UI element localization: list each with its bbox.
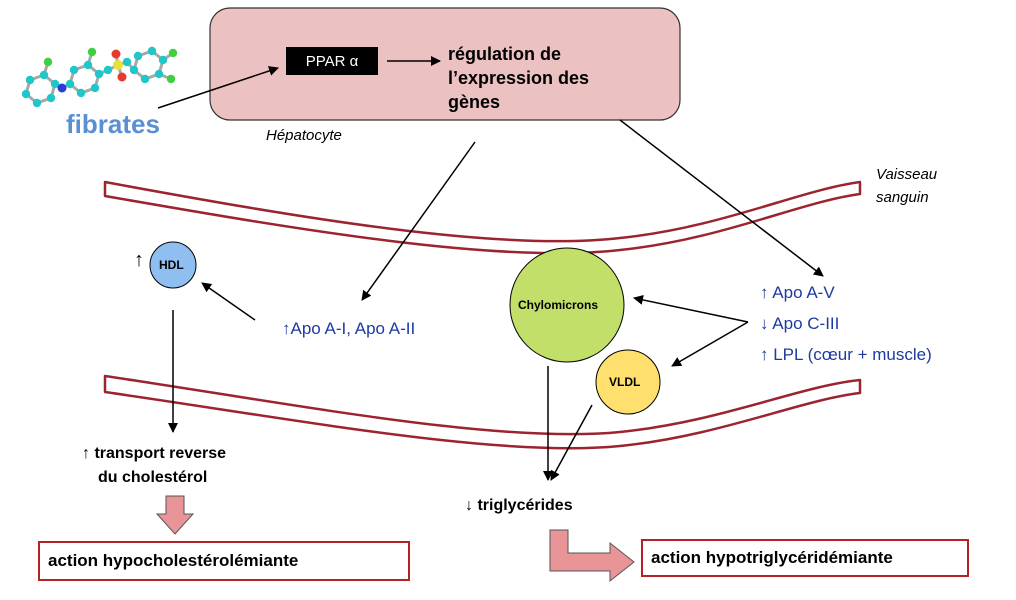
lpl-label: ↑ LPL (cœur + muscle) — [760, 345, 932, 364]
apo-ciii-label: ↓ Apo C-III — [760, 314, 840, 333]
hdl-particle — [149, 241, 197, 289]
gene-regulation-text: régulation de l’expression des gènes — [448, 44, 590, 112]
vessel-wall-bottom — [103, 374, 862, 450]
outcome-box-hypotriglyceridemic: action hypotriglycéridémiante — [641, 539, 969, 577]
hepatocyte-cell — [209, 7, 681, 121]
hdl-increase-arrow: ↑ — [134, 249, 144, 271]
ppar-alpha-label: PPAR α — [286, 47, 378, 75]
block-arrow-cholesterol-action — [155, 495, 195, 535]
hepatocyte-label: Hépatocyte — [266, 127, 342, 144]
outcome-hypotriglyceridemic-text: action hypotriglycéridémiante — [651, 548, 893, 567]
arrow-fibrates-to-ppar — [157, 66, 279, 109]
apo-av-label: ↑ Apo A-V — [760, 283, 835, 302]
block-arrow-triglyceride-action — [549, 529, 635, 583]
chylomicrons-label: Chylomicrons — [518, 298, 599, 312]
apo-ai-aii-label: ↑Apo A-I, Apo A-II — [282, 319, 416, 338]
vldl-particle — [595, 349, 661, 415]
arrow-vldl-to-triglycerides — [550, 404, 593, 481]
vessel-label-line2: sanguin — [876, 189, 929, 206]
arrow-hepatocyte-to-apo-ai — [361, 141, 476, 301]
outcome-box-hypocholesterolemic: action hypocholestérolémiante — [38, 541, 410, 581]
arrow-apo-to-chylomicrons — [633, 294, 749, 323]
arrow-apo-to-hdl — [201, 282, 256, 321]
transport-label-line1: ↑ transport reverse — [82, 445, 227, 462]
arrow-apo-to-vldl — [671, 321, 749, 367]
fibrates-label: fibrates — [66, 109, 160, 139]
hdl-label: HDL — [159, 258, 184, 272]
vessel-wall-top — [103, 180, 862, 255]
fibrate-molecule-icon — [21, 46, 178, 108]
transport-label-line2: du cholestérol — [98, 469, 208, 486]
vldl-label: VLDL — [609, 375, 641, 389]
vessel-label-line1: Vaisseau — [876, 166, 938, 183]
arrow-hepatocyte-to-apo-av — [619, 119, 824, 277]
outcome-hypocholesterolemic-text: action hypocholestérolémiante — [48, 551, 299, 570]
triglycerides-label: ↓ triglycérides — [465, 497, 573, 514]
chylomicrons-particle — [509, 247, 625, 363]
